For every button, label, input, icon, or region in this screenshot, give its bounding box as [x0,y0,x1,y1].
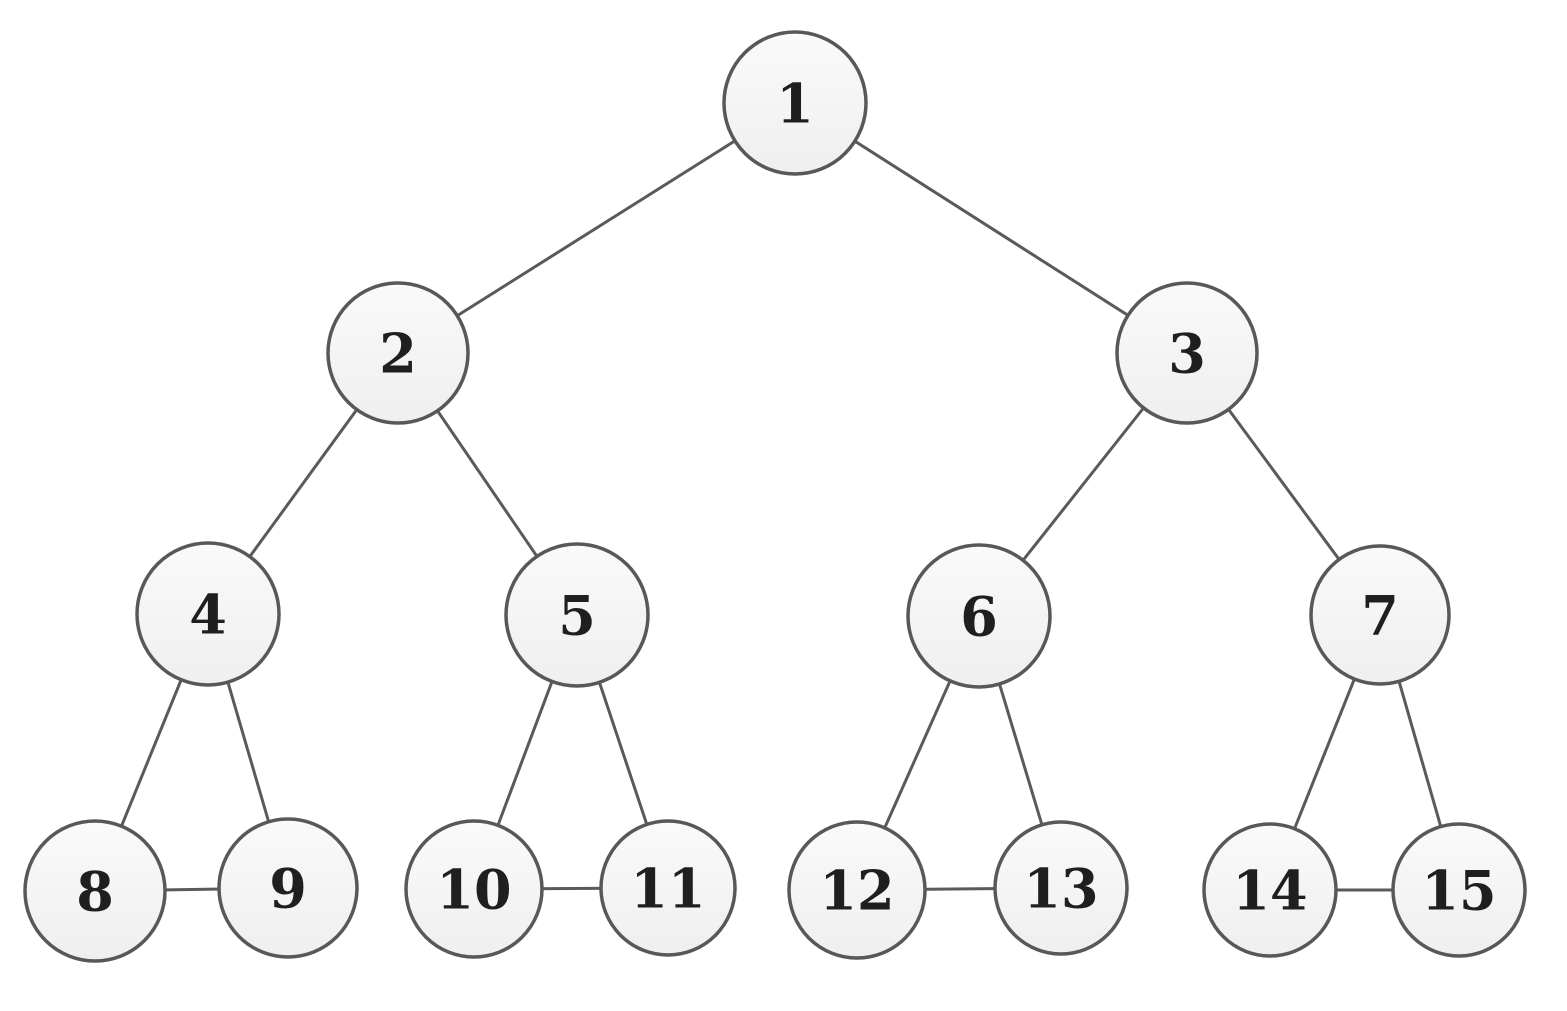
tree-node-label-9: 9 [269,856,307,920]
tree-edge-1-2 [397,101,796,355]
tree-node-9: 9 [217,817,359,959]
tree-node-circle-14 [1202,822,1338,958]
tree-node-15: 15 [1391,822,1527,958]
tree-node-3: 3 [1115,281,1259,425]
tree-node-circle-2 [326,281,470,425]
tree-node-label-2: 2 [379,321,417,385]
tree-node-10: 10 [404,819,544,959]
tree-node-label-8: 8 [76,859,114,923]
tree-node-circle-4 [135,541,281,687]
tree-node-circle-8 [23,819,167,963]
tree-node-label-14: 14 [1232,858,1307,922]
tree-node-label-1: 1 [776,71,814,135]
tree-node-4: 4 [135,541,281,687]
tree-node-label-4: 4 [189,582,227,646]
tree-node-circle-6 [906,543,1052,689]
tree-node-label-5: 5 [558,583,596,647]
tree-node-circle-12 [787,820,927,960]
tree-node-13: 13 [993,820,1129,956]
tree-node-circle-1 [722,30,868,176]
tree-edge-1-3 [794,101,1188,355]
tree-node-8: 8 [23,819,167,963]
tree-node-12: 12 [787,820,927,960]
tree-node-circle-3 [1115,281,1259,425]
tree-node-label-13: 13 [1023,856,1098,920]
tree-node-circle-5 [504,542,650,688]
tree-node-1: 1 [722,30,868,176]
tree-node-label-15: 15 [1421,858,1496,922]
tree-node-label-10: 10 [436,857,511,921]
tree-node-11: 11 [599,819,737,957]
tree-node-circle-10 [404,819,544,959]
tree-node-circle-15 [1391,822,1527,958]
tree-node-circle-7 [1309,544,1451,686]
tree-node-label-7: 7 [1361,583,1399,647]
tree-node-label-12: 12 [819,858,894,922]
tree-node-label-3: 3 [1168,321,1206,385]
tree-node-circle-9 [217,817,359,959]
tree-node-5: 5 [504,542,650,688]
tree-node-7: 7 [1309,544,1451,686]
tree-node-label-6: 6 [960,584,998,648]
tree-node-6: 6 [906,543,1052,689]
tree-node-2: 2 [326,281,470,425]
tree-node-circle-13 [993,820,1129,956]
tree-node-circle-11 [599,819,737,957]
tree-node-14: 14 [1202,822,1338,958]
tree-node-label-11: 11 [630,856,705,920]
